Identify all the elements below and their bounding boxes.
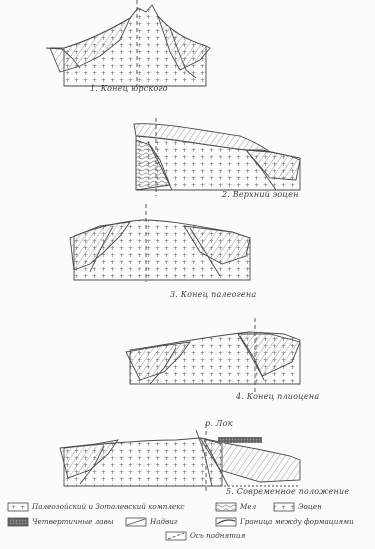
legend-label-overthrust: Надвиг <box>150 517 178 526</box>
legend-axis-line <box>168 533 184 539</box>
legend-label-boundary: Граница между формациями <box>240 517 354 526</box>
legend-label-quaternary: Четвертичные лавы <box>32 517 114 526</box>
caption-panel-4: 4. Конец плиоцена <box>236 392 319 401</box>
legend-swatch-paleozoic <box>8 503 28 511</box>
legend-label-paleozoic: Палеозойский и Зоталевский комплекс <box>32 502 185 511</box>
panel-2 <box>134 118 300 196</box>
caption-panel-2: 2. Верхний эоцен <box>222 190 299 199</box>
panel-1 <box>46 0 210 86</box>
caption-panel-1: 1. Конец юрского <box>90 84 168 93</box>
panel-3 <box>70 204 250 282</box>
river-label: р. Лок <box>205 419 233 428</box>
caption-panel-3: 3. Конец палеогена <box>170 290 256 299</box>
legend-swatch-eocene <box>274 503 294 511</box>
legend-swatch-chalk <box>216 503 236 511</box>
panel-5 <box>60 424 300 492</box>
caption-panel-5: 5. Современное положение <box>226 487 349 496</box>
legend-label-chalk: Мел <box>240 502 256 511</box>
legend-label-eocene: Эоцен <box>298 502 322 511</box>
legend-label-axis: Ось поднятия <box>190 531 245 540</box>
legend-swatch-quaternary <box>8 518 28 526</box>
legend-overthrust-line <box>127 519 145 525</box>
legend-swatch-boundary <box>216 518 236 526</box>
legend-boundary-line <box>217 520 235 524</box>
panel-5-quaternary-cap <box>218 437 262 443</box>
panel-4 <box>126 318 300 394</box>
